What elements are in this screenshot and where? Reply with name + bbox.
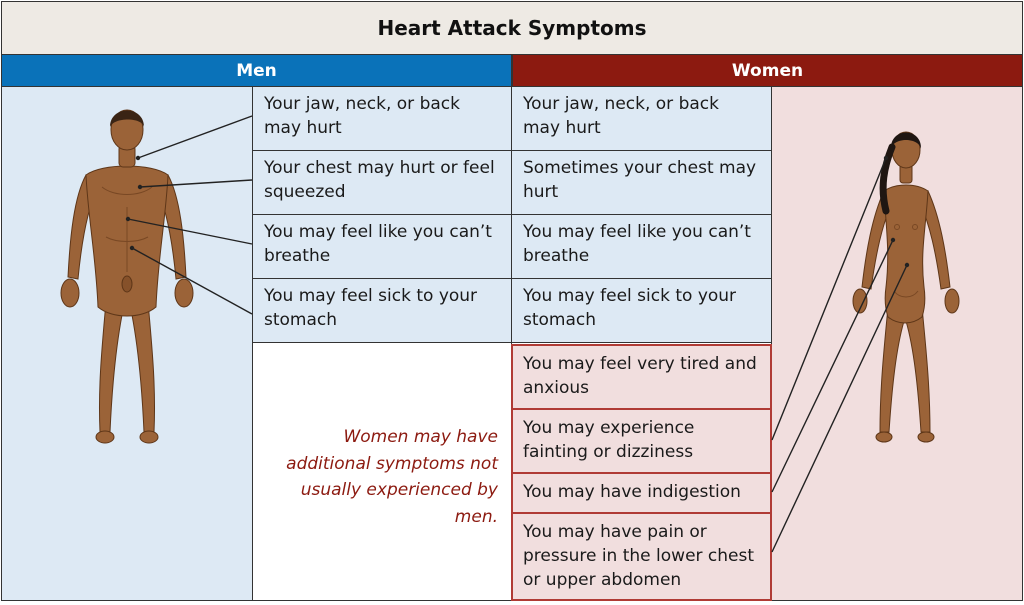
leader-line-men-chest (139, 179, 253, 188)
table-title: Heart Attack Symptoms (1, 1, 1023, 55)
women-symptom-chest: Sometimes your chest may hurt (512, 151, 772, 215)
female-body-illustration (852, 131, 960, 443)
leader-line-men-breathe (127, 218, 253, 245)
leader-line-men-stomach (131, 247, 253, 315)
women-symptom-breathe: You may feel like you can’t breathe (512, 215, 772, 279)
additional-symptoms-note: Women may have additional symptoms not u… (286, 427, 498, 527)
anchor-dot (137, 184, 143, 190)
leader-line-women-indigestion (771, 239, 894, 493)
anchor-dot (890, 237, 896, 243)
men-symptom-jaw: Your jaw, neck, or back may hurt (252, 87, 512, 151)
anchor-dot (883, 155, 889, 161)
men-symptom-stomach: You may feel sick to your stomach (252, 279, 512, 343)
women-extra-symptom-abdomen: You may have pain or pressure in the low… (511, 512, 772, 601)
column-header-women: Women (512, 55, 1023, 87)
women-extra-symptom-fainting: You may experience fainting or dizziness (511, 408, 772, 474)
women-extra-symptom-tired: You may feel very tired and anxious (511, 344, 772, 410)
leader-line-women-fainting (771, 157, 887, 441)
anchor-dot (135, 155, 141, 161)
women-symptom-jaw: Your jaw, neck, or back may hurt (512, 87, 772, 151)
women-symptom-stomach: You may feel sick to your stomach (512, 279, 772, 343)
men-figure-panel (1, 87, 253, 601)
anchor-dot (129, 245, 135, 251)
women-figure-panel (771, 87, 1023, 601)
leader-line-women-abdomen (771, 264, 908, 553)
men-symptom-breathe: You may feel like you can’t breathe (252, 215, 512, 279)
men-symptom-chest: Your chest may hurt or feel squeezed (252, 151, 512, 215)
note-area (252, 343, 512, 601)
male-body-illustration (60, 109, 194, 444)
anchor-dot (125, 216, 131, 222)
leader-line-men-jaw (137, 115, 253, 159)
women-extra-symptom-indigestion: You may have indigestion (511, 472, 772, 514)
column-header-men: Men (1, 55, 512, 87)
anchor-dot (904, 262, 910, 268)
